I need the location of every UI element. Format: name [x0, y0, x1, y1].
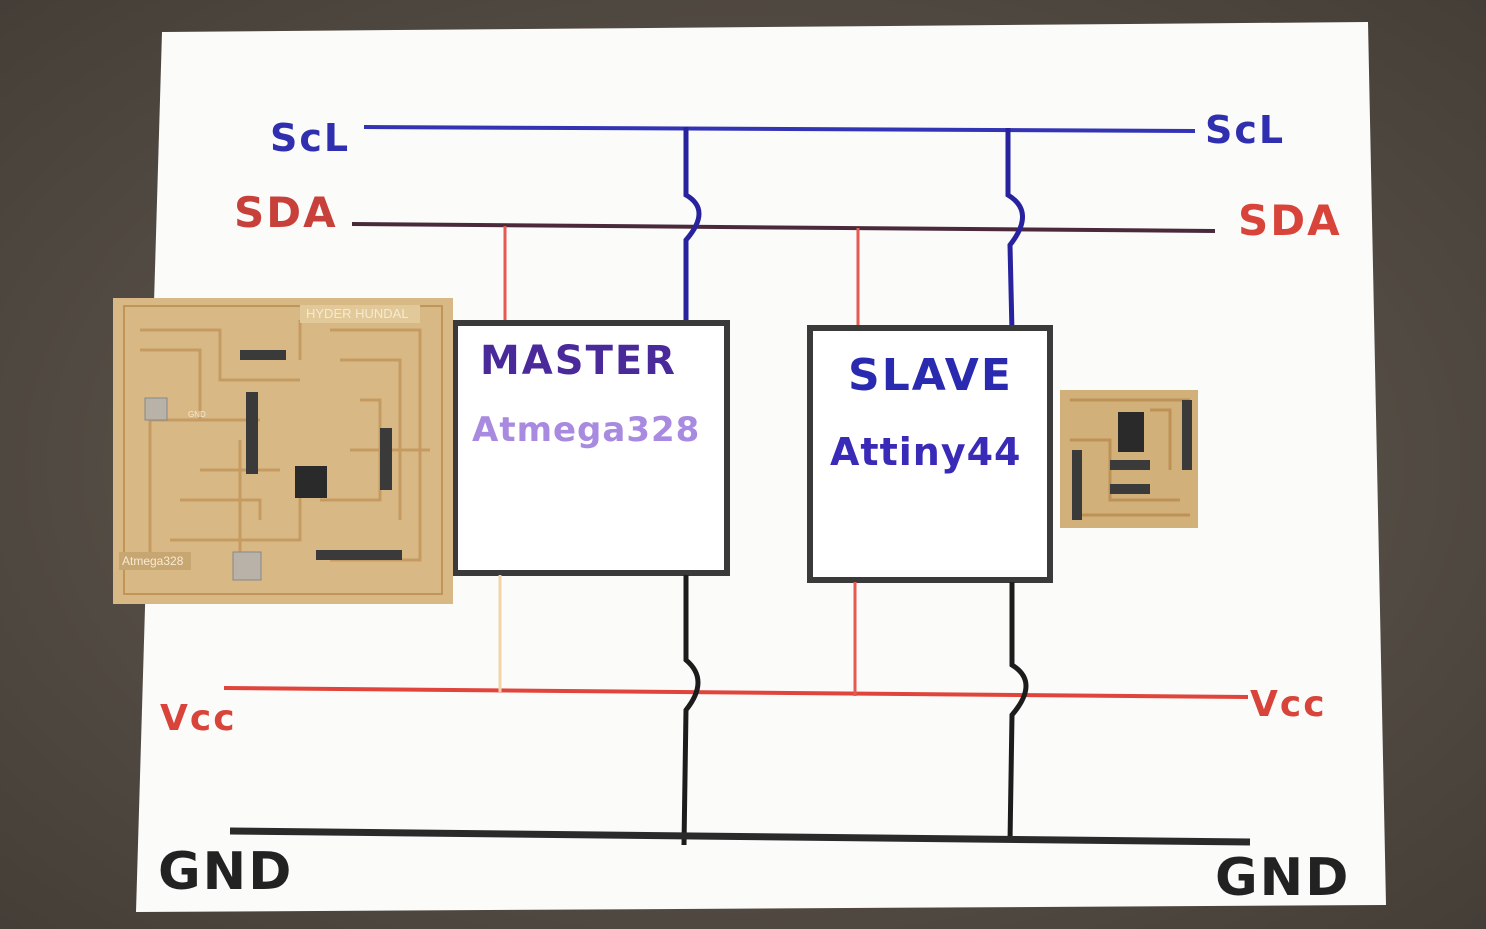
header-pins-bottom: [316, 550, 402, 560]
master-box: [452, 320, 730, 576]
scl-bus-line: [363, 125, 1196, 133]
slave-gnd-drop: [1007, 582, 1029, 843]
pcb-chip-label: Atmega328: [122, 554, 184, 568]
header-pins-left: [246, 392, 258, 474]
master-gnd-drop: [681, 575, 701, 846]
master-chip-label: Atmega328: [472, 410, 701, 450]
pcb-name-label: HYDER HUNDAL: [306, 306, 409, 321]
slave-scl-drop: [1005, 128, 1025, 333]
slave-header-mid2: [1110, 484, 1150, 494]
master-title: MASTER: [480, 338, 677, 384]
slave-title: SLAVE: [848, 350, 1013, 401]
scl-left-label: ScL: [270, 116, 351, 160]
gnd-right-label: GND: [1215, 848, 1351, 908]
vcc-bus-line: [223, 686, 1249, 699]
master-pcb: [113, 298, 453, 604]
header-pins-top: [240, 350, 286, 360]
sda-left-label: SDA: [234, 188, 338, 237]
slave-chip-label: Attiny44: [830, 430, 1022, 474]
slave-header-mid: [1110, 460, 1150, 470]
slave-pcb: [1060, 390, 1198, 528]
reset-button-top: [144, 397, 168, 421]
slave-mcu-chip: [1118, 412, 1144, 452]
vcc-left-label: Vcc: [160, 698, 237, 739]
gnd-bus-line: [229, 827, 1251, 846]
sda-right-label: SDA: [1238, 196, 1342, 245]
sda-bus-line: [351, 222, 1216, 233]
master-scl-drop: [683, 127, 702, 325]
slave-header-left: [1072, 450, 1082, 520]
master-mcu-chip: [295, 466, 327, 498]
reset-button-bottom: [232, 551, 262, 581]
vcc-right-label: Vcc: [1250, 684, 1327, 725]
gnd-left-label: GND: [158, 842, 294, 902]
slave-header-right: [1182, 400, 1192, 470]
pcb-gnd-label: GND: [188, 410, 206, 419]
slave-box: [807, 325, 1053, 583]
header-pins-right: [380, 428, 392, 490]
scl-right-label: ScL: [1205, 108, 1286, 152]
